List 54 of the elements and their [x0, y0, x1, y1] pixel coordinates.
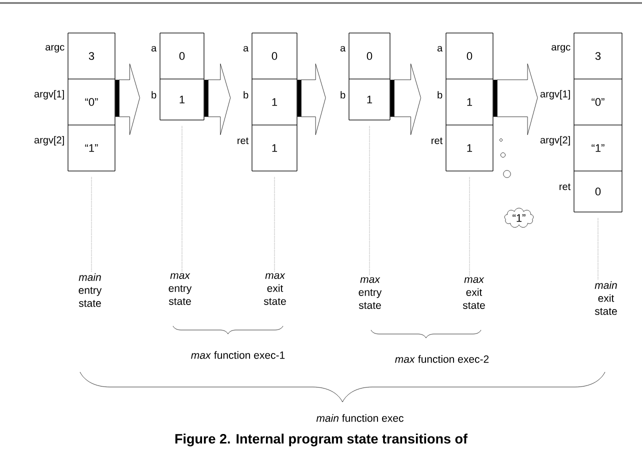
- variable-label: a: [340, 46, 346, 52]
- block-arrow: [390, 64, 421, 135]
- variable-label: argc: [552, 45, 570, 53]
- block-arrow: [115, 64, 140, 135]
- memory-cell: 1: [160, 78, 204, 120]
- variable-label: ret: [238, 138, 249, 144]
- memory-cell: “1”: [574, 124, 622, 172]
- memory-cell: 1: [446, 124, 494, 172]
- memory-cell: 3: [574, 32, 622, 80]
- variable-label: argc: [46, 45, 64, 53]
- variable-label: argv[1]: [34, 90, 64, 100]
- state-label: max entry state: [358, 277, 382, 309]
- variable-label: b: [152, 91, 156, 98]
- memory-cell: 1: [252, 124, 298, 172]
- variable-label: a: [151, 46, 157, 52]
- thought-cloud: “1”: [504, 208, 534, 228]
- memory-cell: “1”: [68, 124, 116, 172]
- memory-cell: “0”: [574, 78, 622, 126]
- variable-label: argv[2]: [540, 136, 570, 146]
- state-label: max entry state: [168, 273, 192, 305]
- memory-cell: 1: [348, 78, 390, 120]
- figure-caption: Figure 2. Internal program state transitions of: [175, 434, 468, 446]
- state-label: main entry state: [78, 273, 102, 307]
- dotted-line: [369, 126, 370, 276]
- variable-label: a: [243, 46, 249, 52]
- block-arrow: [204, 64, 231, 135]
- block-arrow: [297, 64, 326, 135]
- variable-label: ret: [432, 138, 443, 144]
- block-arrow: [493, 64, 538, 135]
- variable-label: argv[2]: [34, 136, 64, 146]
- memory-cell: 1: [446, 78, 494, 126]
- memory-cell: 1: [252, 78, 298, 126]
- dotted-line: [469, 177, 470, 276]
- memory-cell: 3: [68, 32, 116, 80]
- variable-label: b: [340, 91, 346, 98]
- memory-cell: “0”: [68, 78, 116, 126]
- variable-label: a: [437, 46, 443, 52]
- memory-cell: 0: [160, 32, 204, 80]
- variable-label: ret: [560, 184, 571, 190]
- state-label: max exit state: [264, 273, 286, 305]
- memory-cell: 0: [574, 170, 622, 212]
- dotted-line: [91, 177, 92, 272]
- brace-label: max function exec-2: [395, 355, 489, 363]
- dotted-line: [274, 177, 275, 272]
- variable-label: b: [438, 91, 442, 98]
- brace-label: main function exec: [316, 414, 404, 422]
- variable-label: b: [244, 91, 248, 98]
- memory-cell: 0: [348, 32, 390, 80]
- state-label: main exit state: [594, 281, 617, 315]
- brace-label: max function exec-1: [191, 351, 285, 359]
- variable-label: argv[1]: [540, 90, 570, 100]
- memory-cell: 0: [252, 32, 298, 80]
- memory-cell: 0: [446, 32, 494, 80]
- state-label: max exit state: [462, 277, 485, 309]
